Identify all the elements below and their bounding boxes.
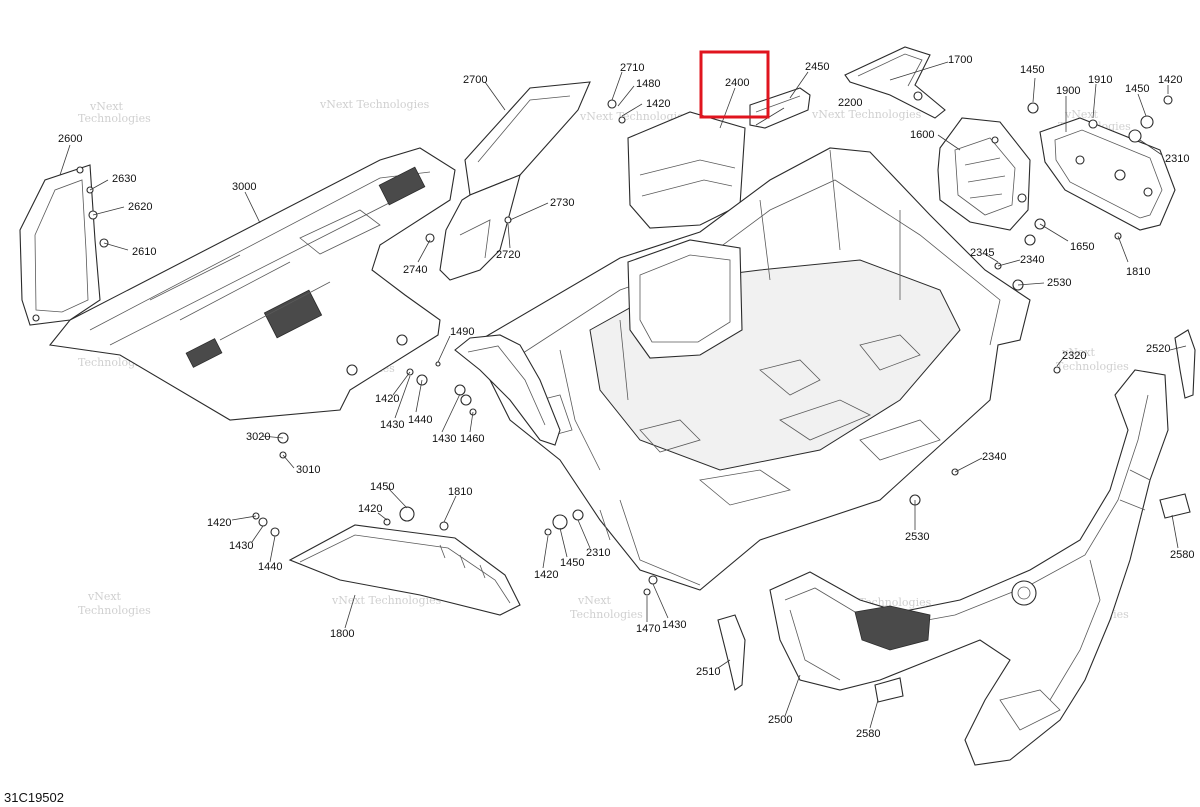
label-1810: 1810 bbox=[448, 486, 472, 498]
label-1420: 1420 bbox=[358, 503, 382, 515]
part-1490-fender bbox=[454, 334, 561, 446]
label-2320: 2320 bbox=[1062, 350, 1086, 362]
label-1800: 1800 bbox=[330, 628, 354, 640]
label-1490: 1490 bbox=[450, 326, 474, 338]
label-1650: 1650 bbox=[1070, 241, 1094, 253]
watermark: Technologies bbox=[1056, 360, 1129, 373]
label-1810: 1810 bbox=[1126, 266, 1150, 278]
label-3000: 3000 bbox=[232, 181, 256, 193]
label-3010: 3010 bbox=[296, 464, 320, 476]
label-1910: 1910 bbox=[1088, 74, 1112, 86]
label-2730: 2730 bbox=[550, 197, 574, 209]
label-2520: 2520 bbox=[1146, 343, 1170, 355]
label-2500: 2500 bbox=[768, 714, 792, 726]
part-2500-rear-bumper bbox=[769, 369, 1169, 766]
label-1420: 1420 bbox=[1158, 74, 1182, 86]
part-labels: 1700 1450 1910 1420 1900 1450 2310 1600 … bbox=[58, 54, 1194, 740]
label-1420: 1420 bbox=[207, 517, 231, 529]
watermark: vNext Technologies bbox=[579, 110, 690, 123]
label-2345: 2345 bbox=[970, 247, 994, 259]
label-2530: 2530 bbox=[1047, 277, 1071, 289]
label-2580: 2580 bbox=[1170, 549, 1194, 561]
label-2630: 2630 bbox=[112, 173, 136, 185]
watermark: vNext Technologies bbox=[811, 108, 922, 121]
watermark: Technologies bbox=[78, 112, 151, 125]
watermark: vNext bbox=[1061, 346, 1096, 359]
label-2600: 2600 bbox=[58, 133, 82, 145]
label-1420: 1420 bbox=[534, 569, 558, 581]
highlight-box-2400 bbox=[699, 50, 770, 119]
label-1450: 1450 bbox=[370, 481, 394, 493]
part-2700-panel bbox=[439, 81, 591, 281]
watermark: vNext bbox=[1064, 108, 1099, 121]
part-2580-reflector-right bbox=[1159, 493, 1191, 519]
watermark: vNext bbox=[89, 100, 124, 113]
diagram-reference-code: 31C19502 bbox=[4, 790, 64, 805]
part-2580-reflector-left bbox=[874, 677, 904, 703]
label-2620: 2620 bbox=[128, 201, 152, 213]
part-3000-skid-plate bbox=[48, 147, 456, 421]
watermark: vNext bbox=[87, 590, 122, 603]
part-1700-shield bbox=[844, 46, 946, 119]
label-2340: 2340 bbox=[982, 451, 1006, 463]
label-2530: 2530 bbox=[905, 531, 929, 543]
label-1430: 1430 bbox=[432, 433, 456, 445]
label-1470: 1470 bbox=[636, 623, 660, 635]
label-1450: 1450 bbox=[560, 557, 584, 569]
label-2450: 2450 bbox=[805, 61, 829, 73]
part-1600-bracket bbox=[937, 117, 1031, 231]
label-1440: 1440 bbox=[258, 561, 282, 573]
label-2610: 2610 bbox=[132, 246, 156, 258]
label-1420: 1420 bbox=[646, 98, 670, 110]
part-1900-bracket bbox=[1039, 117, 1176, 231]
part-main-tub bbox=[479, 147, 1031, 591]
part-2520-reflector bbox=[1174, 329, 1196, 399]
label-2310: 2310 bbox=[1165, 153, 1189, 165]
label-1440: 1440 bbox=[408, 414, 432, 426]
leader-lines bbox=[59, 61, 1187, 729]
watermark: Technologies bbox=[570, 608, 643, 621]
label-2710: 2710 bbox=[620, 62, 644, 74]
label-3020: 3020 bbox=[246, 431, 270, 443]
part-1800-side-panel bbox=[288, 524, 521, 616]
label-1480: 1480 bbox=[636, 78, 660, 90]
label-2310: 2310 bbox=[586, 547, 610, 559]
label-1450: 1450 bbox=[1020, 64, 1044, 76]
label-1700: 1700 bbox=[948, 54, 972, 66]
label-1460: 1460 bbox=[460, 433, 484, 445]
label-2740: 2740 bbox=[403, 264, 427, 276]
part-2510-mudflap bbox=[717, 614, 746, 691]
label-1600: 1600 bbox=[910, 129, 934, 141]
watermark: vNext bbox=[577, 594, 612, 607]
label-2580: 2580 bbox=[856, 728, 880, 740]
label-1430: 1430 bbox=[662, 619, 686, 631]
label-2720: 2720 bbox=[496, 249, 520, 261]
label-1430: 1430 bbox=[380, 419, 404, 431]
label-2700: 2700 bbox=[463, 74, 487, 86]
watermark: vNext Technologies bbox=[331, 594, 442, 607]
label-1450: 1450 bbox=[1125, 83, 1149, 95]
label-1430: 1430 bbox=[229, 540, 253, 552]
watermark: Technologies bbox=[78, 604, 151, 617]
label-1900: 1900 bbox=[1056, 85, 1080, 97]
label-2400: 2400 bbox=[725, 77, 749, 89]
label-2200: 2200 bbox=[838, 97, 862, 109]
watermark: vNext Technologies bbox=[319, 98, 430, 111]
part-2600-side-guard bbox=[19, 164, 101, 326]
label-2340: 2340 bbox=[1020, 254, 1044, 266]
label-2510: 2510 bbox=[696, 666, 720, 678]
label-1420: 1420 bbox=[375, 393, 399, 405]
